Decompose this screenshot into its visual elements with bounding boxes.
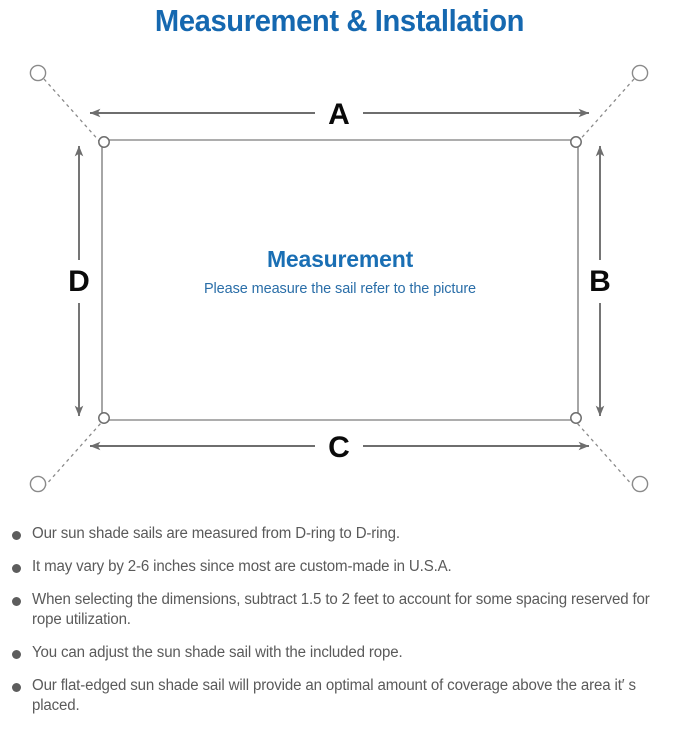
list-item: When selecting the dimensions, subtract … bbox=[0, 590, 679, 630]
list-item: You can adjust the sun shade sail with t… bbox=[0, 643, 679, 663]
rope-lines bbox=[43, 78, 635, 488]
d-ring-bottom-right bbox=[570, 412, 582, 424]
anchor-point-bottom-right bbox=[631, 475, 649, 493]
list-item: Our sun shade sails are measured from D-… bbox=[0, 524, 679, 544]
sail-rectangle bbox=[101, 139, 579, 421]
rope-line-top-left bbox=[43, 78, 102, 144]
dimension-label-b: B bbox=[589, 265, 611, 298]
bullet-icon bbox=[12, 564, 21, 573]
dimension-label-d: D bbox=[68, 265, 90, 298]
anchor-point-bottom-left bbox=[29, 475, 47, 493]
sail-subheading: Please measure the sail refer to the pic… bbox=[204, 281, 476, 297]
page-title: Measurement & Installation bbox=[154, 3, 525, 38]
dimension-label-c: C bbox=[328, 431, 350, 464]
dimension-label-a: A bbox=[328, 98, 350, 131]
bullet-icon bbox=[12, 683, 21, 692]
list-item-text: Our sun shade sails are measured from D-… bbox=[32, 525, 400, 542]
measurement-diagram: A C D B Measurement Please measure the s… bbox=[0, 48, 679, 518]
anchor-point-top-right bbox=[631, 64, 649, 82]
list-item: Our flat-edged sun shade sail will provi… bbox=[0, 676, 679, 716]
anchor-point-top-left bbox=[29, 64, 47, 82]
list-item: It may vary by 2-6 inches since most are… bbox=[0, 557, 679, 577]
d-ring-bottom-left bbox=[98, 412, 110, 424]
rope-line-top-right bbox=[576, 78, 635, 144]
list-item-text: When selecting the dimensions, subtract … bbox=[32, 591, 650, 628]
d-ring-top-right bbox=[570, 136, 582, 148]
bullet-icon bbox=[12, 531, 21, 540]
rope-line-bottom-left bbox=[43, 422, 102, 488]
bullet-icon bbox=[12, 597, 21, 606]
list-item-text: It may vary by 2-6 inches since most are… bbox=[32, 558, 452, 575]
notes-list: Our sun shade sails are measured from D-… bbox=[0, 524, 679, 729]
anchor-points bbox=[29, 64, 649, 493]
measurement-diagram-svg: A C D B Measurement Please measure the s… bbox=[29, 64, 649, 493]
rope-line-bottom-right bbox=[576, 422, 635, 488]
d-ring-top-left bbox=[98, 136, 110, 148]
d-rings bbox=[98, 136, 582, 424]
bullet-icon bbox=[12, 650, 21, 659]
sail-heading: Measurement bbox=[267, 246, 414, 272]
list-item-text: You can adjust the sun shade sail with t… bbox=[32, 644, 403, 661]
list-item-text: Our flat-edged sun shade sail will provi… bbox=[32, 677, 636, 714]
